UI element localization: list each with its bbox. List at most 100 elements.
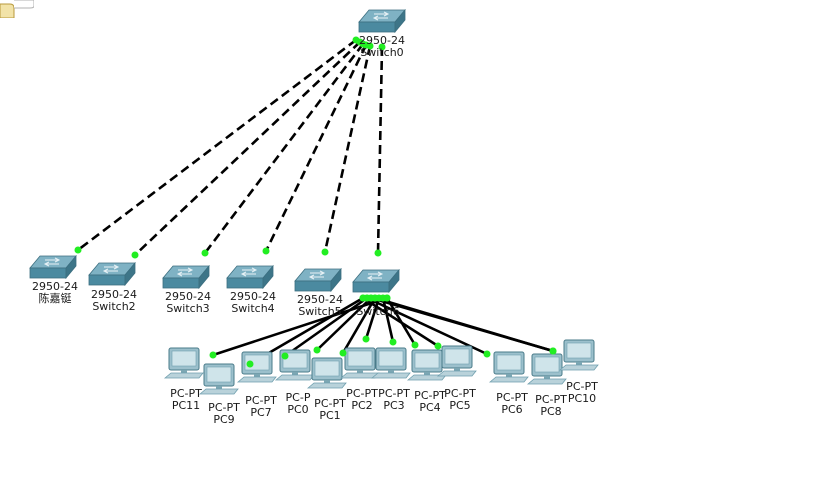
link-sw0-sw6[interactable] <box>376 46 384 254</box>
device-model: PC-PT <box>414 389 446 402</box>
device-name: PC2 <box>351 399 373 412</box>
device-model: PC-PT <box>535 393 567 406</box>
device-model: 2950-24 <box>32 280 78 293</box>
link-sw0-swA[interactable] <box>77 38 357 252</box>
pc-icon-pc8[interactable] <box>526 353 567 385</box>
port-sw4-to-sw0 <box>262 247 270 255</box>
ports-layer <box>74 36 557 368</box>
port-pc2-to-sw6 <box>362 335 370 343</box>
device-name: PC0 <box>287 403 309 416</box>
device-model: PC-PT <box>170 387 202 400</box>
device-name: Switch4 <box>231 302 275 315</box>
device-name: 陈嘉铤 <box>38 292 72 305</box>
port-sw0-to-sw5 <box>366 42 374 50</box>
link-sw6-pc1[interactable] <box>341 297 377 354</box>
link-sw6-pc7[interactable] <box>284 296 368 358</box>
device-name: Switch3 <box>166 302 210 315</box>
link-sw0-sw4[interactable] <box>264 44 368 252</box>
device-model: PC-PT <box>245 394 277 407</box>
device-name: Switch0 <box>360 46 404 59</box>
device-model: PC-PT <box>496 391 528 404</box>
device-name: PC3 <box>383 399 405 412</box>
link-sw0-sw5[interactable] <box>323 45 372 253</box>
device-model: PC-PT <box>444 387 476 400</box>
port-sw6-to-pc4 <box>383 294 391 302</box>
port-pc5-to-sw6 <box>434 342 442 350</box>
port-sw6-to-pc10 <box>371 294 379 302</box>
port-pc10-to-sw6 <box>549 347 557 355</box>
pc-icon-pc3[interactable] <box>370 347 411 379</box>
link-sw6-pc10[interactable] <box>374 296 554 353</box>
link-sw0-sw2[interactable] <box>134 41 361 256</box>
note-icon[interactable] <box>0 0 34 18</box>
pc-icon-pc7[interactable] <box>236 351 277 383</box>
device-model: PC-PT <box>314 397 346 410</box>
pc-icon-pc6[interactable] <box>488 351 529 383</box>
device-model: PC-PT <box>566 380 598 393</box>
link-sw6-pc6[interactable] <box>366 296 488 356</box>
device-model: PC-P <box>285 391 311 404</box>
switch-icon-sw6[interactable] <box>352 268 400 294</box>
devices-layer <box>29 8 599 395</box>
device-name: PC9 <box>213 413 235 426</box>
device-model: 2950-24 <box>165 290 211 303</box>
device-model: PC-PT <box>208 401 240 414</box>
device-model: 2950-24 <box>91 288 137 301</box>
pc-icon-pc9[interactable] <box>198 363 239 395</box>
switch-icon-sw5[interactable] <box>294 267 342 293</box>
switch-icon-sw2[interactable] <box>88 261 136 287</box>
device-name: PC8 <box>540 405 562 418</box>
port-sw0-to-sw6 <box>378 43 386 51</box>
pc-icon-pc1[interactable] <box>306 357 347 389</box>
pc-icon-pc2[interactable] <box>339 347 380 379</box>
device-model: 2950-24 <box>359 34 405 47</box>
device-model: PC-PT <box>346 387 378 400</box>
switch-icon-sw3[interactable] <box>162 264 210 290</box>
link-sw6-pc11[interactable] <box>212 296 388 357</box>
link-sw6-pc5[interactable] <box>362 296 439 348</box>
links-layer <box>77 38 554 366</box>
device-name: PC10 <box>567 392 597 405</box>
port-pc9-to-sw6 <box>246 360 254 368</box>
pc-icon-pc11[interactable] <box>163 347 204 379</box>
port-pc4-to-sw6 <box>411 341 419 349</box>
pc-icon-pc5[interactable] <box>436 345 477 377</box>
port-pc3-to-sw6 <box>389 338 397 346</box>
device-name: PC7 <box>250 406 272 419</box>
switch-icon-sw0[interactable] <box>358 8 406 34</box>
device-model: 2950-24 <box>297 293 343 306</box>
switch-icon-sw4[interactable] <box>226 264 274 290</box>
port-pc7-to-sw6 <box>281 352 289 360</box>
device-name: PC1 <box>319 409 341 422</box>
device-name: PC5 <box>449 399 471 412</box>
link-sw6-pc0[interactable] <box>316 297 372 351</box>
port-pc6-to-sw6 <box>483 350 491 358</box>
port-pc11-to-sw6 <box>209 351 217 359</box>
switch-icon-swA[interactable] <box>29 254 77 280</box>
device-name: Switch6 <box>356 305 400 318</box>
device-name: Switch5 <box>298 305 342 318</box>
device-name: PC11 <box>171 399 201 412</box>
link-sw6-pc2[interactable] <box>364 297 381 340</box>
pc-icon-pc10[interactable] <box>558 339 599 371</box>
device-name: Switch2 <box>92 300 136 313</box>
pc-icon-pc0[interactable] <box>274 349 315 381</box>
link-sw0-sw3[interactable] <box>203 43 365 254</box>
port-sw2-to-sw0 <box>131 251 139 259</box>
device-name: PC6 <box>501 403 523 416</box>
